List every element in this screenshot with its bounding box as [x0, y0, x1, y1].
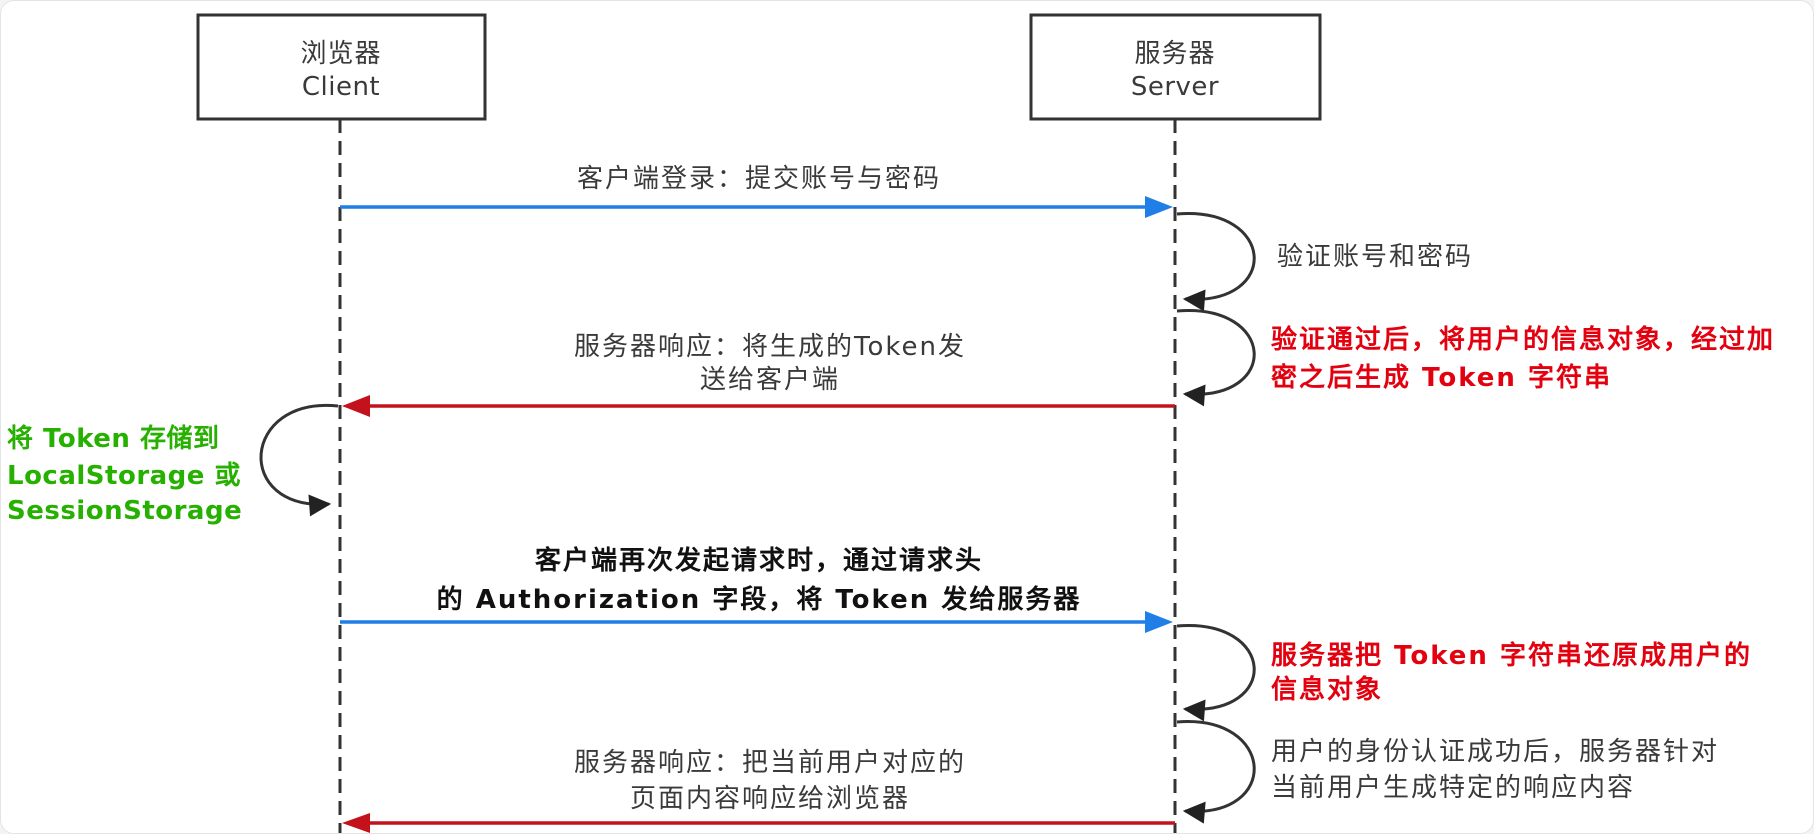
verify-loop-arrow [1176, 212, 1256, 312]
restore-label-line1: 服务器把 Token 字符串还原成用户的 [1271, 640, 1752, 671]
client-box-frame [196, 13, 487, 121]
verify-label: 验证账号和密码 [1277, 242, 1473, 272]
server-box: 服务器 Server [1029, 13, 1322, 121]
response-token-label-line1: 服务器响应：将生成的Token发 [574, 332, 966, 362]
response-token-arrow-head [342, 395, 370, 417]
generate-label-line2: 密之后生成 Token 字符串 [1271, 362, 1612, 393]
restore-loop-arrow [1176, 624, 1256, 722]
response-page-arrow-head [342, 813, 370, 833]
restore-label-line2: 信息对象 [1271, 674, 1383, 705]
response-page-label-line2: 页面内容响应给浏览器 [630, 784, 910, 814]
server-box-frame [1029, 13, 1322, 121]
store-loop-arrow [259, 403, 339, 517]
login-arrow-head [1145, 196, 1173, 218]
auth-label-line1: 用户的身份认证成功后，服务器针对 [1271, 737, 1719, 767]
store-label-line3: SessionStorage [7, 496, 242, 526]
server-subtitle: Server [1131, 72, 1219, 102]
response-token-label-line2: 送给客户端 [700, 365, 840, 395]
client-subtitle: Client [302, 72, 380, 102]
generate-loop-arrow [1176, 309, 1256, 407]
client-title: 浏览器 [300, 39, 381, 69]
auth-loop-arrow [1176, 720, 1256, 824]
store-label-line2: LocalStorage 或 [7, 461, 241, 491]
generate-label-line1: 验证通过后，将用户的信息对象，经过加 [1271, 324, 1775, 355]
response-page-label-line1: 服务器响应：把当前用户对应的 [574, 748, 966, 778]
request-label-line2: 的 Authorization 字段，将 Token 发给服务器 [437, 584, 1082, 615]
server-title: 服务器 [1134, 39, 1215, 69]
request-arrow-head [1145, 611, 1173, 633]
client-box: 浏览器 Client [196, 13, 487, 121]
store-label-line1: 将 Token 存储到 [7, 423, 220, 454]
request-label-line1: 客户端再次发起请求时，通过请求头 [535, 545, 983, 576]
login-label: 客户端登录：提交账号与密码 [577, 164, 941, 194]
auth-label-line2: 当前用户生成特定的响应内容 [1271, 773, 1635, 803]
